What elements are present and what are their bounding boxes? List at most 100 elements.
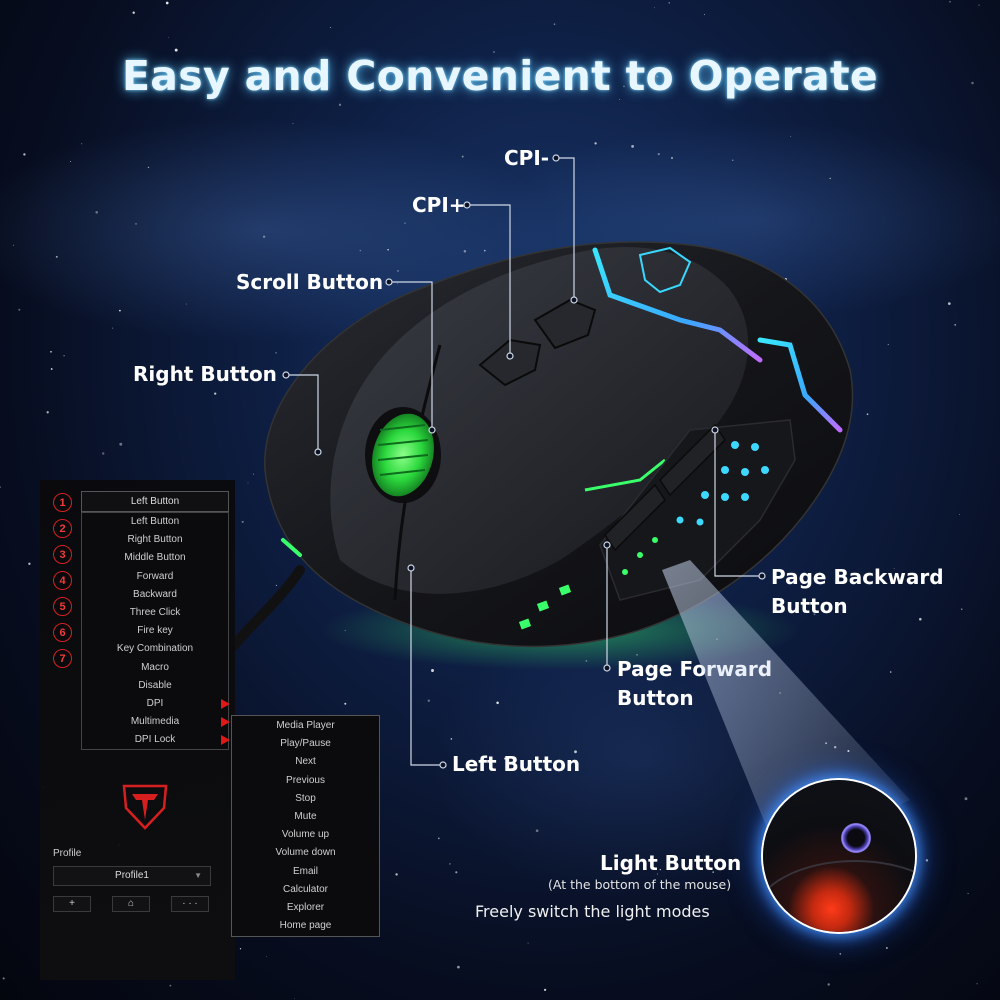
star	[132, 11, 135, 14]
star	[28, 562, 31, 565]
star	[101, 452, 105, 455]
star	[454, 551, 458, 555]
menu-item-label: Key Combination	[116, 643, 194, 655]
star	[847, 749, 850, 753]
add-profile-button[interactable]: +	[53, 896, 91, 912]
menu-item[interactable]: Multimedia	[82, 713, 230, 731]
star	[825, 742, 828, 745]
star	[496, 701, 499, 705]
star	[555, 566, 557, 568]
star	[670, 156, 674, 160]
star	[500, 442, 504, 446]
star	[544, 988, 547, 992]
menu-item[interactable]: Three Click	[82, 604, 228, 622]
menu-item[interactable]: Forward	[82, 568, 228, 586]
callout-left-button: Left Button	[452, 752, 581, 776]
more-options-button[interactable]: · · ·	[171, 896, 209, 912]
submenu-item[interactable]: Home page	[279, 920, 332, 932]
submenu-item[interactable]: Mute	[294, 810, 317, 822]
menu-item[interactable]: Disable	[82, 677, 228, 695]
star	[461, 155, 464, 158]
menu-item-label: Macro	[141, 661, 169, 673]
submenu-item[interactable]: Email	[292, 865, 318, 877]
star	[23, 153, 26, 156]
star	[886, 947, 888, 949]
star	[535, 829, 539, 833]
star	[397, 283, 398, 285]
submenu-item[interactable]: Volume up	[281, 829, 330, 841]
button-number-6[interactable]: 6	[53, 623, 72, 642]
menu-item[interactable]: Left Button	[82, 513, 228, 531]
star	[585, 440, 587, 442]
star	[964, 797, 968, 801]
star	[165, 1, 169, 5]
delete-profile-button[interactable]: ⌂	[112, 896, 150, 912]
star	[827, 983, 830, 986]
star	[300, 384, 303, 388]
menu-item[interactable]: Macro	[82, 659, 228, 677]
star	[553, 23, 556, 25]
menu-item[interactable]: Key Combination	[82, 640, 228, 658]
menu-item-label: Three Click	[129, 606, 181, 618]
menu-item[interactable]: Backward	[82, 586, 228, 604]
star	[925, 859, 929, 862]
star	[839, 953, 842, 955]
button-number-1[interactable]: 1	[53, 493, 72, 512]
submenu-item[interactable]: Media Player	[276, 720, 335, 731]
star	[976, 983, 978, 985]
star	[2, 977, 5, 980]
star	[588, 410, 591, 412]
menu-item[interactable]: Right Button	[82, 531, 228, 549]
button-number-4[interactable]: 4	[53, 571, 72, 590]
star	[978, 4, 980, 6]
star	[442, 505, 444, 507]
star	[119, 309, 121, 312]
star	[239, 948, 242, 950]
star	[887, 343, 889, 346]
menu-item[interactable]: DPI	[82, 695, 230, 713]
submenu-item[interactable]: Stop	[295, 792, 316, 804]
star	[470, 534, 473, 537]
star	[651, 390, 654, 393]
profile-select[interactable]: Profile1 ▼	[53, 866, 211, 886]
submenu-arrow-icon	[221, 698, 230, 709]
star	[344, 630, 346, 631]
mouse-bottom-edge	[763, 860, 915, 932]
submenu-item[interactable]: Calculator	[282, 883, 329, 895]
star	[449, 863, 451, 865]
submenu-item[interactable]: Play/Pause	[280, 738, 331, 750]
submenu-item[interactable]: Explorer	[286, 901, 325, 913]
menu-item[interactable]: Middle Button	[82, 549, 228, 567]
star	[442, 549, 444, 550]
star	[784, 277, 787, 281]
star	[338, 103, 342, 106]
button-number-2[interactable]: 2	[53, 519, 72, 538]
star	[327, 509, 329, 511]
star	[262, 235, 266, 238]
submenu-item[interactable]: Previous	[286, 774, 325, 786]
menu-item[interactable]: DPI Lock	[82, 731, 230, 749]
submenu-item[interactable]: Volume down	[275, 847, 336, 859]
star	[214, 392, 217, 395]
star	[731, 491, 734, 493]
button-assignment-dropdown[interactable]: Left Button	[81, 491, 229, 512]
star	[560, 294, 563, 297]
star	[404, 222, 406, 225]
star	[70, 161, 71, 162]
star	[463, 250, 467, 253]
star	[12, 244, 14, 246]
star	[614, 430, 617, 433]
button-number-3[interactable]: 3	[53, 545, 72, 564]
star	[112, 327, 114, 329]
star	[46, 411, 49, 414]
chevron-down-icon: ▼	[194, 871, 202, 880]
brand-logo-icon	[122, 784, 168, 830]
menu-item[interactable]: Fire key	[82, 622, 228, 640]
button-number-7[interactable]: 7	[53, 649, 72, 668]
submenu-item[interactable]: Next	[295, 756, 316, 768]
menu-item-label: Backward	[133, 588, 177, 600]
star	[672, 294, 676, 298]
button-number-5[interactable]: 5	[53, 597, 72, 616]
star	[703, 14, 706, 16]
